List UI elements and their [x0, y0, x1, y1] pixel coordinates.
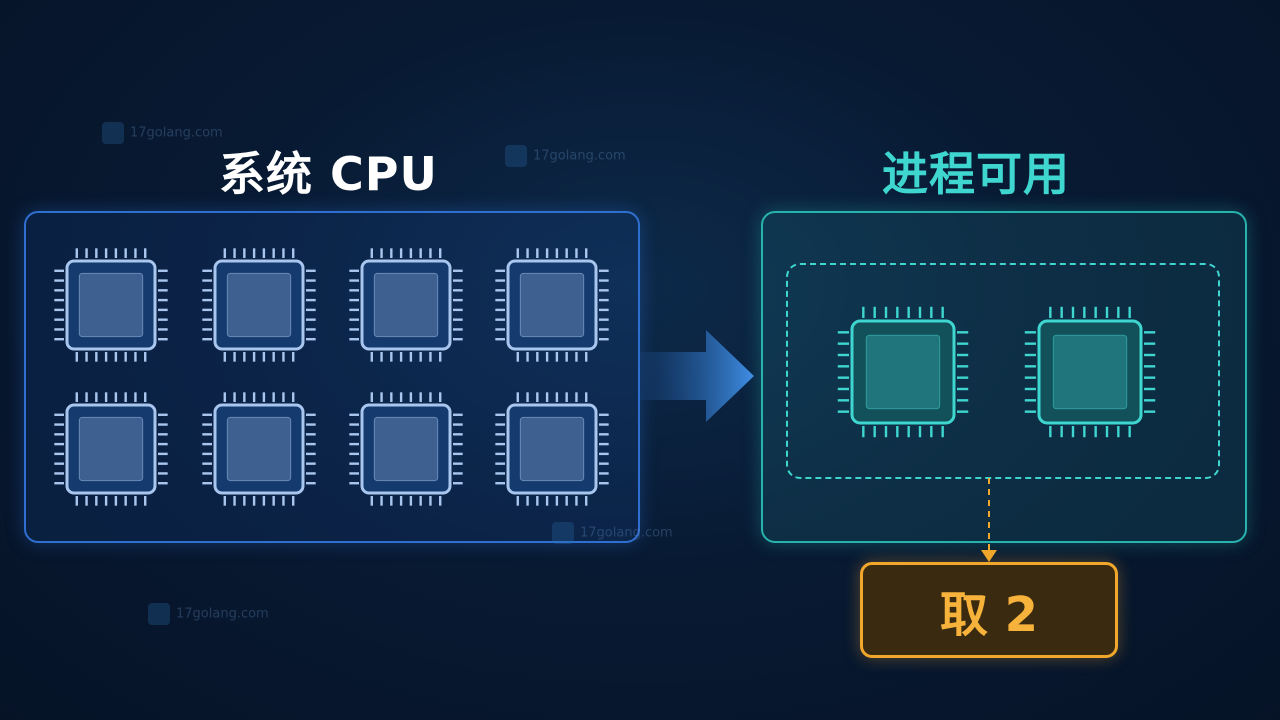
cpu-chip-icon: [837, 306, 969, 438]
take-two-result-box: 取 2: [860, 562, 1118, 658]
process-available-panel: [761, 211, 1247, 543]
cpu-chip-icon: [495, 248, 609, 362]
watermark: 17golang.com: [102, 122, 223, 144]
transfer-arrow: [640, 330, 754, 422]
available-cpu-selection: [786, 263, 1220, 479]
cpu-chip-icon: [202, 248, 316, 362]
watermark: 17golang.com: [505, 145, 626, 167]
connector-arrowhead: [981, 550, 997, 562]
cpu-chip-icon: [495, 392, 609, 506]
watermark: 17golang.com: [148, 603, 269, 625]
cpu-chip-icon: [54, 392, 168, 506]
watermark-logo-icon: [505, 145, 527, 167]
cpu-chip-icon: [349, 392, 463, 506]
cpu-chip-icon: [202, 392, 316, 506]
cpu-chip-icon: [54, 248, 168, 362]
process-available-title: 进程可用: [882, 147, 1070, 201]
watermark-logo-icon: [552, 522, 574, 544]
watermark-logo-icon: [102, 122, 124, 144]
watermark: 17golang.com: [552, 522, 673, 544]
cpu-chip-icon: [349, 248, 463, 362]
watermark-logo-icon: [148, 603, 170, 625]
system-cpu-title: 系统 CPU: [219, 147, 438, 201]
cpu-chip-icon: [1024, 306, 1156, 438]
result-label: 取 2: [939, 587, 1039, 643]
